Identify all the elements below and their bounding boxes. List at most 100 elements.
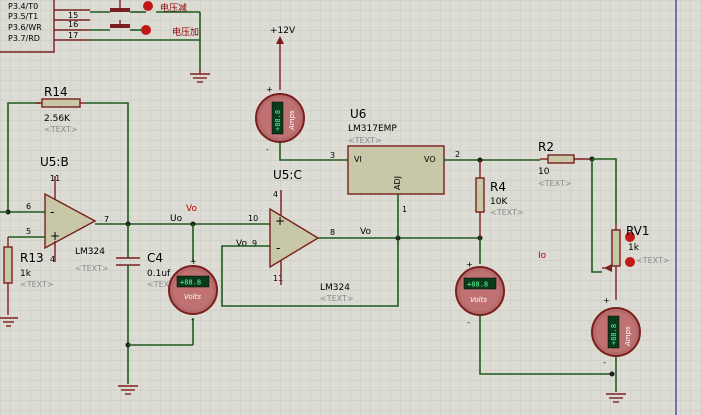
net-label-vo: Vo bbox=[186, 204, 197, 214]
meter-reading: +88.8 bbox=[610, 324, 618, 345]
mcu-pin-number: 17 bbox=[68, 31, 78, 40]
net-label-io: Io bbox=[538, 251, 547, 261]
mcu-pin-label: P3.7/RD bbox=[8, 34, 40, 43]
component-value: 1k bbox=[628, 243, 640, 253]
component-text: <TEXT> bbox=[636, 256, 670, 265]
mcu-pin-label: P3.4/T0 bbox=[8, 2, 38, 11]
pin-number: 1 bbox=[402, 205, 407, 214]
opamp-u5b[interactable]: U5:B LM324 <TEXT> 11 6 5 4 7 - + bbox=[26, 155, 109, 273]
net-label-uo: Uo bbox=[170, 214, 183, 224]
meter-display bbox=[271, 101, 284, 135]
pin-number: 2 bbox=[455, 150, 460, 159]
component-value: LM317EMP bbox=[348, 124, 397, 134]
component-value: 2.56K bbox=[44, 114, 71, 124]
component-ref: RV1 bbox=[626, 224, 650, 238]
ground-symbol bbox=[606, 393, 626, 403]
meter-reading: +88.8 bbox=[180, 279, 201, 287]
component-text: <TEXT> bbox=[44, 125, 78, 134]
pin-label: VO bbox=[424, 155, 436, 164]
meter-plus: + bbox=[266, 85, 273, 94]
resistor-r14[interactable]: R14 2.56K <TEXT> bbox=[36, 85, 86, 134]
meter-reading: +88.8 bbox=[467, 281, 488, 289]
meter-plus: + bbox=[603, 296, 610, 305]
component-text: <TEXT> bbox=[75, 264, 109, 273]
component-text: <TEXT> bbox=[348, 136, 382, 145]
meter-unit: Volts bbox=[470, 296, 487, 304]
opamp-plus-sign: + bbox=[50, 229, 60, 243]
pin-number: 11 bbox=[273, 274, 283, 283]
ammeter-top[interactable]: +88.8 Amps + - bbox=[255, 85, 305, 154]
opamp-minus-sign: - bbox=[276, 241, 280, 255]
voltmeter-right[interactable]: +88.8 Volts + - bbox=[455, 260, 505, 327]
component-text: <TEXT> bbox=[538, 179, 572, 188]
pin-number: 10 bbox=[248, 214, 258, 223]
decrease-button[interactable]: 电压减 bbox=[90, 0, 187, 14]
pin-label: VI bbox=[354, 155, 362, 164]
pin-label: ADJ bbox=[393, 176, 402, 190]
meter-display bbox=[463, 277, 497, 290]
component-text: <TEXT> bbox=[20, 280, 54, 289]
resistor-r4[interactable]: R4 10K <TEXT> bbox=[475, 160, 524, 238]
net-label-vo-out: Vo bbox=[360, 227, 371, 237]
ammeter-right[interactable]: +88.8 Amps + - bbox=[591, 296, 641, 367]
meter-display bbox=[176, 275, 210, 288]
ground-symbol bbox=[118, 385, 138, 395]
component-value: 0.1uf bbox=[147, 269, 171, 279]
component-ref: R13 bbox=[20, 251, 44, 265]
component-ref: R14 bbox=[44, 85, 68, 99]
component-value: 10K bbox=[490, 197, 508, 207]
meter-minus: - bbox=[191, 315, 194, 324]
pin-number: 3 bbox=[330, 151, 335, 160]
component-text: <TEXT> bbox=[147, 280, 181, 289]
pin-number: 8 bbox=[330, 228, 335, 237]
pin-number: 7 bbox=[104, 215, 109, 224]
meter-minus: - bbox=[266, 145, 269, 154]
opamp-plus-sign: + bbox=[275, 214, 285, 228]
meter-unit: Volts bbox=[184, 293, 201, 301]
pin-number: 9 bbox=[252, 239, 257, 248]
component-ref: C4 bbox=[147, 251, 163, 265]
voltmeter-left[interactable]: +88.8 Volts + - bbox=[168, 257, 218, 324]
component-value: 10 bbox=[538, 167, 550, 177]
component-ref: R4 bbox=[490, 180, 506, 194]
power-label: +12V bbox=[270, 26, 296, 36]
meter-display bbox=[607, 315, 620, 349]
pot-increase-icon[interactable] bbox=[625, 232, 635, 242]
meter-plus: + bbox=[190, 257, 197, 266]
pin-number: 4 bbox=[273, 190, 278, 199]
ground-symbol bbox=[190, 70, 210, 83]
regulator-u6[interactable]: U6 LM317EMP <TEXT> VI VO ADJ 3 2 1 bbox=[330, 107, 460, 214]
mcu-pin-label: P3.6/WR bbox=[8, 23, 42, 32]
component-ref: U5:B bbox=[40, 155, 69, 169]
pot-decrease-icon[interactable] bbox=[625, 257, 635, 267]
ground-symbol bbox=[0, 317, 18, 327]
meter-minus: - bbox=[603, 358, 606, 367]
mcu-pin-label: P3.5/T1 bbox=[8, 12, 38, 21]
pin-number: 5 bbox=[26, 227, 31, 236]
meter-unit: Amps bbox=[288, 110, 296, 131]
increase-button[interactable]: 电压加 bbox=[90, 20, 199, 38]
component-value: 1k bbox=[20, 269, 32, 279]
net-label-vo-pin9: Vo bbox=[236, 239, 247, 249]
component-text: <TEXT> bbox=[490, 208, 524, 217]
pin-number: 6 bbox=[26, 202, 31, 211]
button-indicator-icon bbox=[143, 1, 153, 11]
meter-reading: +88.8 bbox=[274, 110, 282, 131]
potentiometer-rv1[interactable]: RV1 1k <TEXT> bbox=[602, 224, 670, 300]
mcu-chip[interactable]: P3.4/T0 P3.5/T1 P3.6/WR P3.7/RD 15 16 17 bbox=[0, 0, 90, 53]
component-ref: U6 bbox=[350, 107, 366, 121]
resistor-r2[interactable]: R2 10 <TEXT> bbox=[538, 140, 592, 188]
meter-minus: - bbox=[467, 318, 470, 327]
component-ref: U5:C bbox=[273, 168, 302, 182]
decrease-button-label: 电压减 bbox=[160, 2, 187, 14]
mcu-pin-number: 16 bbox=[68, 20, 78, 29]
increase-button-label: 电压加 bbox=[172, 26, 199, 38]
power-terminal-12v[interactable]: +12V bbox=[270, 26, 296, 90]
component-text: <TEXT> bbox=[320, 294, 354, 303]
junction-dot bbox=[609, 371, 615, 377]
opamp-u5c[interactable]: U5:C LM324 <TEXT> 4 10 9 11 8 + - bbox=[248, 168, 354, 303]
resistor-r13[interactable]: R13 1k <TEXT> bbox=[3, 237, 54, 315]
button-indicator-icon bbox=[141, 25, 151, 35]
